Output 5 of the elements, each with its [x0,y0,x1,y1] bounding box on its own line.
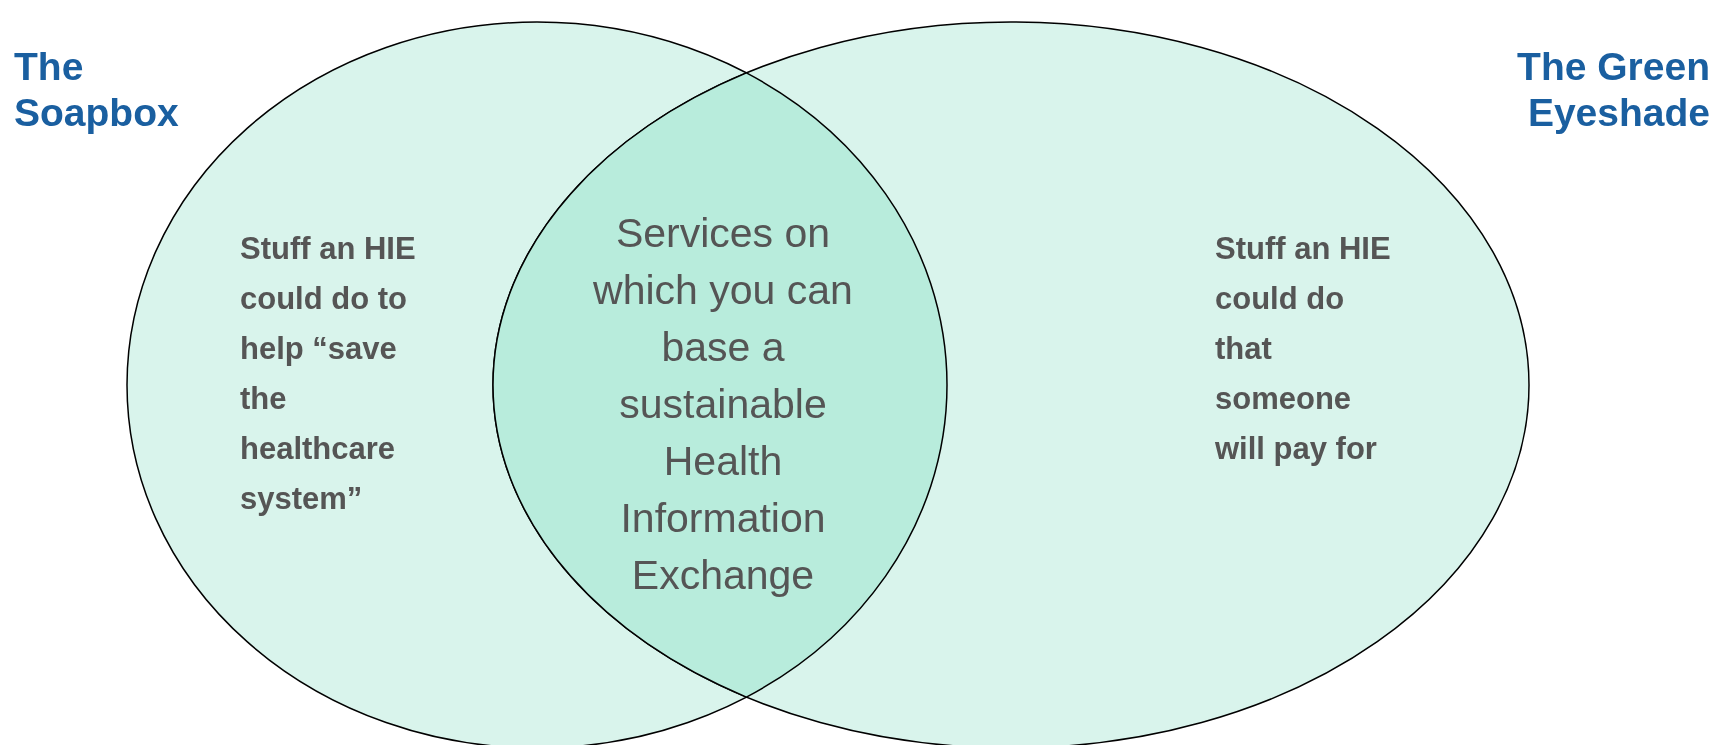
circle-text: Stuff an HIE could do to help “save the healthcare system” [240,230,417,518]
circle-title: The Soapbox [14,44,180,136]
circle-title: The Green Eyeshade [1516,44,1710,136]
overlap-text: Services on which you can base a sustainable Health Information Exchange [592,209,854,600]
circle-text: Stuff an HIE could do that someone will pay for [1215,230,1392,468]
